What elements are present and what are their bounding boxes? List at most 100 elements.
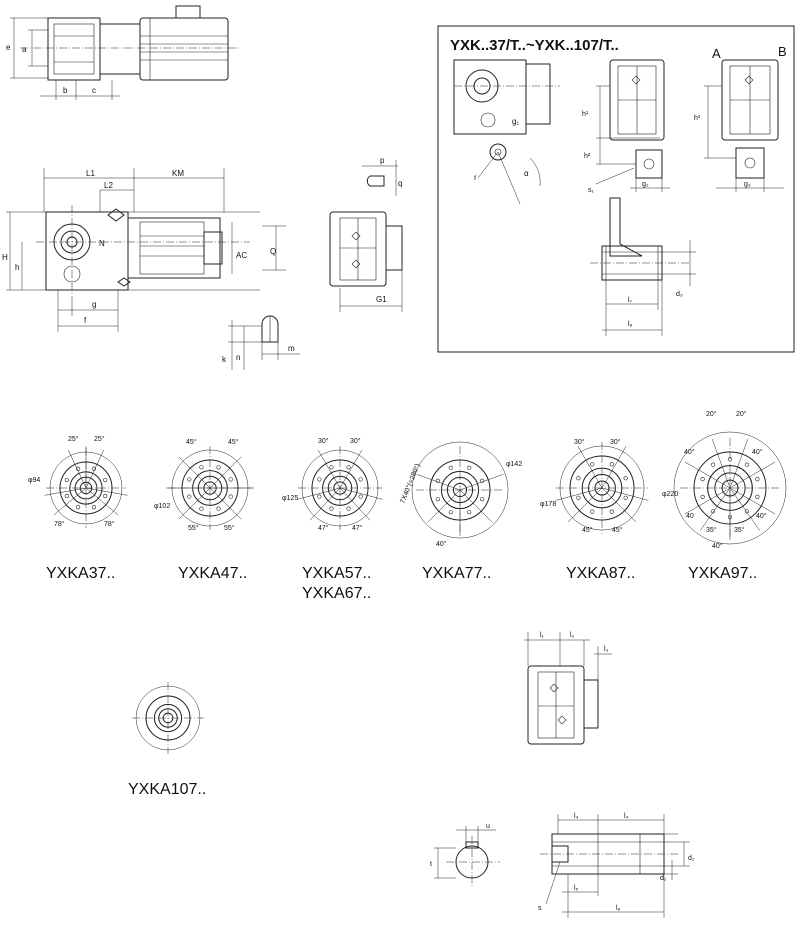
flange-6-angle-7: 35° xyxy=(706,526,717,534)
label-l7: l₇ xyxy=(628,297,633,304)
flange-1-angle-3: 78° xyxy=(54,520,65,528)
flange-1-angle-2: 25° xyxy=(94,435,105,443)
hollow-shaft-section: l₄ l₄ d₂ d₁ l₅ l₆ s xyxy=(538,813,695,918)
flange-4-dia: φ142 xyxy=(506,461,522,468)
flange-drawing-4 xyxy=(411,441,509,539)
dim-L1: L1 xyxy=(86,169,95,178)
dim-H: H xyxy=(2,253,8,262)
end-view: G1 p q xyxy=(329,156,403,312)
flange-6-angle-8: 35° xyxy=(734,526,745,534)
dim-m: m xyxy=(288,344,295,353)
label-u: u xyxy=(486,823,490,830)
dim-a: a xyxy=(22,45,27,54)
label-r: r xyxy=(474,173,477,182)
flange-1-angle-1: 25° xyxy=(68,435,79,443)
view-a-label: A xyxy=(712,46,721,61)
flange-2-model: YXKA47.. xyxy=(178,565,247,582)
label-l5: l₅ xyxy=(574,885,579,892)
label-l3: l₃ xyxy=(604,646,609,653)
dim-k: k xyxy=(222,355,227,364)
flange-2-angle-4: 55° xyxy=(224,524,235,532)
flange-1-model: YXKA37.. xyxy=(46,565,115,582)
flange-6-angle-4: 40° xyxy=(752,448,763,456)
flange-6-dia: φ220 xyxy=(662,491,678,498)
side-view: L1 L2 KM H h N AC Q g f xyxy=(2,168,286,332)
label-d1: d₁ xyxy=(660,875,667,882)
dim-Q: Q xyxy=(270,247,276,256)
label-l4-left: l₄ xyxy=(574,813,579,820)
flange-3-model: YXKA57.. xyxy=(302,565,371,582)
dim-g: g xyxy=(92,300,96,309)
label-N: N xyxy=(99,239,105,248)
flange-5-angle-4: 45° xyxy=(612,526,623,534)
flange-6-angle-2: 20° xyxy=(736,410,747,418)
flange-5-model: YXKA87.. xyxy=(566,565,635,582)
label-g1: g₁ xyxy=(512,117,519,126)
flange-1-angle-4: 78° xyxy=(104,520,115,528)
label-l8: l₈ xyxy=(628,321,633,328)
flange-drawing-1 xyxy=(44,446,128,528)
flange-row xyxy=(44,431,787,754)
flange-drawing-3 xyxy=(297,446,383,530)
dim-e: e xyxy=(6,43,11,52)
flange-5-angle-1: 30° xyxy=(574,438,585,446)
flange-labels: 25° 25° 78° 78° φ94 YXKA37.. 45° 45° 55°… xyxy=(28,410,767,798)
label-h2: h² xyxy=(584,153,591,160)
label-l6: l₆ xyxy=(616,905,621,912)
flange-6-angle-6: 40° xyxy=(756,512,767,520)
label-alpha: α xyxy=(524,169,529,178)
shaft-cross-section: u t xyxy=(430,823,500,888)
label-s: s xyxy=(538,905,542,912)
view-b-label: B xyxy=(778,44,787,59)
lower-gear-view: l₁ l₂ l₃ xyxy=(524,632,612,745)
flange-3-model-2: YXKA67.. xyxy=(302,585,371,602)
flange-6-model: YXKA97.. xyxy=(688,565,757,582)
dim-p: p xyxy=(380,156,385,165)
label-g3: g₃ xyxy=(744,181,751,188)
label-h1: h¹ xyxy=(582,111,589,118)
top-view: e a b c xyxy=(6,5,240,100)
flange-2-angle-1: 45° xyxy=(186,438,197,446)
flange-2-angle-2: 45° xyxy=(228,438,239,446)
inset-frame xyxy=(437,25,795,353)
label-l4-right: l₄ xyxy=(624,813,629,820)
dim-b: b xyxy=(63,86,68,95)
inset-title: YXK..37/T..~YXK..107/T.. xyxy=(450,37,619,54)
dim-KM: KM xyxy=(172,169,184,178)
flange-drawing-7 xyxy=(132,682,204,754)
flange-3-angle-4: 47° xyxy=(352,524,363,532)
label-g2: g₂ xyxy=(642,181,649,188)
flange-5-angle-2: 30° xyxy=(610,438,621,446)
dim-G1: G1 xyxy=(376,295,387,304)
flange-6-angle-9: 40° xyxy=(712,542,723,550)
dim-n: n xyxy=(236,353,240,362)
flange-3-angle-1: 30° xyxy=(318,437,329,445)
dim-L2: L2 xyxy=(104,181,113,190)
dim-f: f xyxy=(84,316,87,325)
flange-4-model: YXKA77.. xyxy=(422,565,491,582)
flange-drawing-5 xyxy=(555,442,649,534)
flange-3-angle-3: 47° xyxy=(318,524,329,532)
flange-2-dia: φ102 xyxy=(154,503,170,510)
label-d3: d₃ xyxy=(676,291,683,298)
flange-1-dia: φ94 xyxy=(28,477,40,484)
inset-box: YXK..37/T..~YXK..107/T.. A B r α g₁ h¹ h… xyxy=(437,25,795,353)
dim-h: h xyxy=(15,263,19,272)
flange-7-model: YXKA107.. xyxy=(128,781,206,798)
flange-4-angle-1: 7X40°(=280°) xyxy=(398,462,421,504)
label-l1: l₁ xyxy=(540,632,545,639)
flange-2-angle-3: 55° xyxy=(188,524,199,532)
dim-q: q xyxy=(398,179,402,188)
label-l2: l₂ xyxy=(570,632,575,639)
flange-drawing-2 xyxy=(166,446,254,530)
flange-6-angle-5: 40 xyxy=(686,513,694,520)
label-s1: s₁ xyxy=(588,187,595,194)
label-d2: d₂ xyxy=(688,855,695,862)
flange-3-angle-2: 30° xyxy=(350,437,361,445)
flange-6-angle-1: 20° xyxy=(706,410,717,418)
label-h3: h³ xyxy=(694,115,701,122)
key-detail: k n m xyxy=(222,315,300,370)
flange-5-angle-3: 45° xyxy=(582,526,593,534)
flange-4-angle-2: 40° xyxy=(436,540,447,548)
